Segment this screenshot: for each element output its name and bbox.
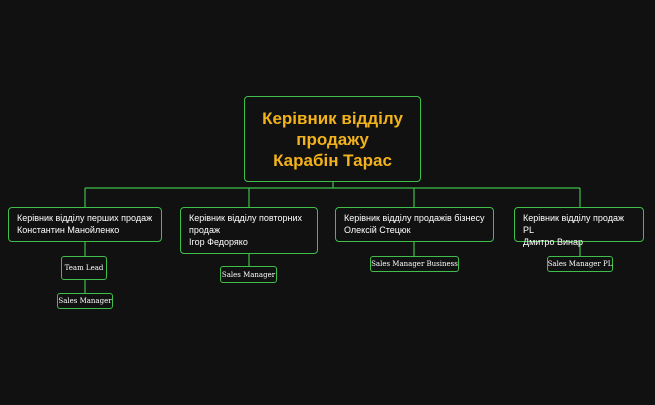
root-name: Карабін Тарас: [273, 150, 392, 170]
role-label: Sales Manager: [221, 270, 276, 279]
head-title-line1: Керівник відділу повторних: [189, 213, 302, 223]
head-name: Олексій Стецюк: [344, 225, 411, 235]
head-title: Керівник відділу перших продаж: [17, 213, 153, 223]
role-node-team-lead[interactable]: Team Lead: [61, 256, 107, 280]
root-title-line1: Керівник відділу: [262, 108, 403, 128]
root-title-line2: продажу: [296, 129, 369, 149]
head-node-repeat-sales[interactable]: Керівник відділу повторних продаж Ігор Ф…: [180, 207, 318, 254]
root-node-sales-director[interactable]: Керівник відділу продажу Карабін Тарас: [244, 96, 421, 182]
head-node-first-sales[interactable]: Керівник відділу перших продаж Константи…: [8, 207, 162, 242]
head-node-business-sales[interactable]: Керівник відділу продажів бізнесу Олексі…: [335, 207, 494, 242]
role-node-sales-manager-repeat[interactable]: Sales Manager: [220, 266, 277, 283]
role-label: Sales Manager: [58, 297, 112, 305]
head-node-pl-sales[interactable]: Керівник відділу продаж PL Дмитро Винар: [514, 207, 644, 247]
role-label: Sales Manager PL: [547, 260, 613, 268]
head-name: Константин Манойленко: [17, 225, 120, 235]
head-title: Керівник відділу продаж PL: [523, 213, 624, 235]
role-node-sales-manager-pl[interactable]: Sales Manager PL: [547, 256, 613, 272]
head-title-line2: продаж: [189, 225, 220, 235]
head-name: Ігор Федоряко: [189, 237, 248, 247]
head-name: Дмитро Винар: [523, 237, 583, 247]
role-node-sales-manager-first[interactable]: Sales Manager: [57, 293, 113, 309]
role-label: Team Lead: [64, 264, 104, 272]
head-title: Керівник відділу продажів бізнесу: [344, 213, 485, 223]
role-node-sales-manager-business[interactable]: Sales Manager Business: [370, 256, 459, 272]
role-label: Sales Manager Business: [371, 260, 458, 268]
